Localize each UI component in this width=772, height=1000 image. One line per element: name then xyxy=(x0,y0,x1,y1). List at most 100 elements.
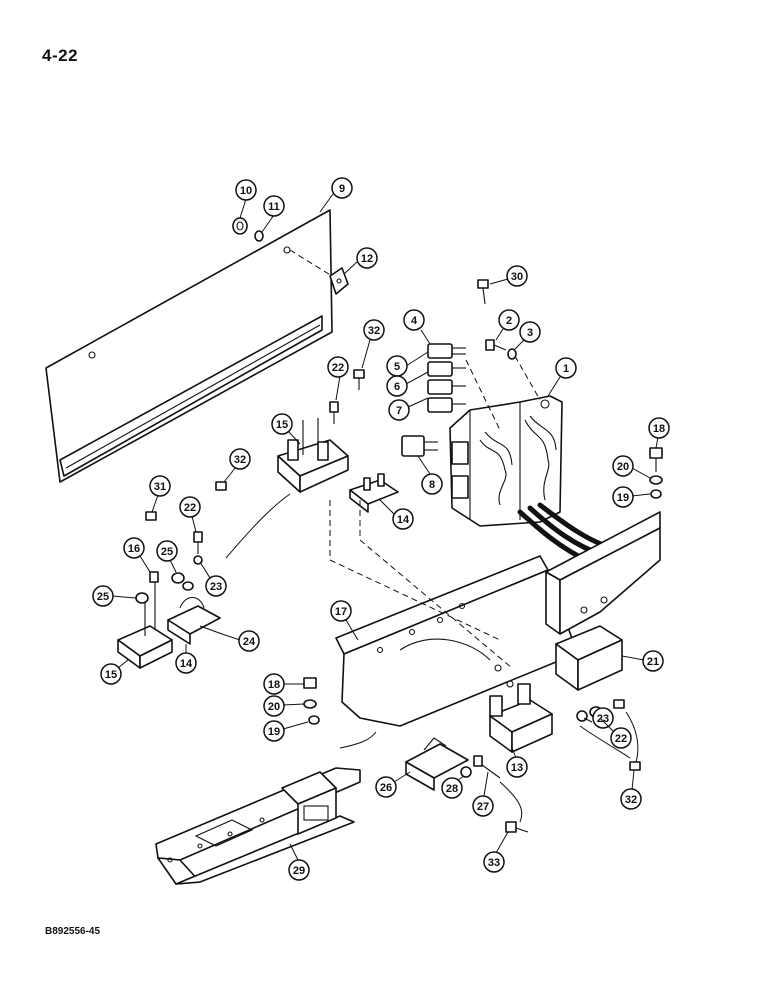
svg-text:21: 21 xyxy=(647,656,659,668)
svg-text:19: 19 xyxy=(268,726,280,738)
callout: 30 xyxy=(489,265,528,287)
circuit-breaker-lower xyxy=(117,580,173,669)
callout: 13 xyxy=(506,747,528,778)
callout: 18 xyxy=(263,673,304,695)
svg-text:12: 12 xyxy=(361,253,373,265)
callout: 16 xyxy=(123,537,151,573)
svg-text:22: 22 xyxy=(615,733,627,745)
single-switch xyxy=(401,435,438,457)
callout: 4 xyxy=(403,309,431,345)
callout: 20 xyxy=(263,695,305,717)
svg-text:25: 25 xyxy=(161,546,173,558)
svg-text:20: 20 xyxy=(268,701,280,713)
callout: 26 xyxy=(375,771,411,798)
svg-text:14: 14 xyxy=(397,514,410,526)
screw-16 xyxy=(149,571,159,583)
callout: 21 xyxy=(621,650,664,672)
cover-panel xyxy=(45,209,333,483)
svg-text:32: 32 xyxy=(234,454,246,466)
svg-text:11: 11 xyxy=(268,201,280,213)
screw-18-right xyxy=(649,447,663,472)
screw-18-left xyxy=(303,677,317,689)
cover-clip xyxy=(329,267,349,295)
svg-text:33: 33 xyxy=(488,857,500,869)
svg-text:2: 2 xyxy=(506,315,512,327)
svg-text:32: 32 xyxy=(625,794,637,806)
screw-32-left xyxy=(215,481,227,491)
callout: 15 xyxy=(100,659,129,685)
callout: 24 xyxy=(221,630,260,652)
callout: 10 xyxy=(235,179,257,219)
svg-text:3: 3 xyxy=(527,327,533,339)
svg-text:4: 4 xyxy=(411,315,418,327)
page-number: 4-22 xyxy=(42,46,79,65)
svg-text:31: 31 xyxy=(154,481,166,493)
relay-bracket-box xyxy=(545,511,661,635)
callout: 25 xyxy=(92,585,137,607)
callout: 25 xyxy=(156,540,178,573)
screw-22-upper xyxy=(329,401,339,424)
callout: 19 xyxy=(263,720,309,742)
svg-text:7: 7 xyxy=(396,405,402,417)
svg-text:17: 17 xyxy=(335,606,347,618)
callout: 27 xyxy=(472,771,494,817)
circuit-breaker-small-upper xyxy=(349,473,399,513)
mounting-plate xyxy=(329,500,577,727)
callout: 7 xyxy=(388,397,429,421)
screw-27 xyxy=(473,755,501,779)
callout: 17 xyxy=(330,600,359,641)
washer-20-left xyxy=(303,699,317,709)
washer-19-left xyxy=(308,715,320,725)
callout: 15 xyxy=(271,413,301,445)
connector-housing xyxy=(449,395,615,565)
callout: 1 xyxy=(547,357,577,397)
svg-text:18: 18 xyxy=(653,423,665,435)
svg-text:27: 27 xyxy=(477,801,489,813)
svg-text:23: 23 xyxy=(210,581,222,593)
washer-19-right xyxy=(650,489,662,499)
callout: 31 xyxy=(149,475,171,513)
lower-tray xyxy=(155,767,361,885)
callout: 14 xyxy=(175,644,197,674)
nut-25-left xyxy=(135,592,149,604)
svg-text:30: 30 xyxy=(511,271,523,283)
callout: 29 xyxy=(288,843,310,881)
callout: 28 xyxy=(441,775,465,799)
screw-2 xyxy=(485,339,507,351)
svg-text:19: 19 xyxy=(617,492,629,504)
svg-text:22: 22 xyxy=(332,362,344,374)
screw-22-left xyxy=(193,531,203,554)
callout: 23 xyxy=(199,561,227,597)
callout: 5 xyxy=(386,351,429,377)
svg-text:9: 9 xyxy=(339,183,345,195)
callout: 8 xyxy=(417,455,443,495)
nut-25-center xyxy=(171,572,194,591)
svg-text:8: 8 xyxy=(429,479,435,491)
svg-text:1: 1 xyxy=(563,363,569,375)
svg-text:20: 20 xyxy=(617,461,629,473)
svg-text:15: 15 xyxy=(105,669,117,681)
washer-28 xyxy=(460,766,472,778)
svg-text:16: 16 xyxy=(128,543,140,555)
cover-nut xyxy=(232,217,248,235)
callout: 19 xyxy=(612,486,651,508)
washer-20-right xyxy=(649,475,663,485)
svg-text:5: 5 xyxy=(394,361,400,373)
callout: 12 xyxy=(343,247,378,275)
callout: 2 xyxy=(495,309,520,341)
callout: 14 xyxy=(379,499,414,530)
callout: 22 xyxy=(179,496,201,533)
svg-text:26: 26 xyxy=(380,782,392,794)
callouts: 10 11 9 12 30 4 2 3 32 5 1 22 6 7 15 18 … xyxy=(92,177,670,881)
callout: 18 xyxy=(648,417,670,449)
svg-text:10: 10 xyxy=(240,185,252,197)
cover-washer xyxy=(254,230,264,242)
callout: 9 xyxy=(319,177,353,213)
svg-text:6: 6 xyxy=(394,381,400,393)
callout: 22 xyxy=(327,356,349,401)
svg-text:15: 15 xyxy=(276,419,288,431)
callout: 33 xyxy=(483,831,509,873)
callout: 20 xyxy=(612,455,651,479)
relay-13 xyxy=(489,683,553,753)
